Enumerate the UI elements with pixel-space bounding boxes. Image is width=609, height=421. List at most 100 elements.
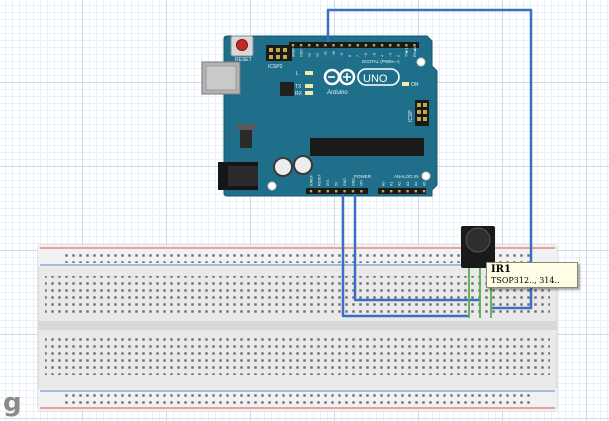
pin-label: ~3 bbox=[389, 53, 393, 57]
pin-label: AREF bbox=[291, 47, 295, 57]
component-part-number: TSOP312.., 314.. bbox=[491, 276, 560, 285]
center-channel bbox=[38, 321, 557, 330]
header-pin[interactable] bbox=[422, 190, 426, 193]
analog-header-label: ANALOG IN bbox=[394, 174, 419, 179]
power-header-label: POWER bbox=[354, 174, 372, 179]
pin-label: 13 bbox=[308, 53, 312, 57]
capacitor bbox=[293, 155, 313, 175]
led-on-label: ON bbox=[411, 82, 419, 88]
pin-label: 5V bbox=[335, 181, 339, 186]
header-pin[interactable] bbox=[356, 44, 359, 47]
header-pin[interactable] bbox=[380, 44, 384, 47]
wires[interactable] bbox=[326, 8, 533, 318]
pin-label: 3V3 bbox=[326, 180, 330, 186]
rail-holes-top bbox=[63, 252, 533, 263]
pin-label: TX▶1 bbox=[405, 48, 409, 57]
breadboard[interactable] bbox=[37, 244, 558, 412]
pin-label: 4 bbox=[380, 55, 384, 57]
board-model: UNO bbox=[363, 73, 388, 85]
led-on bbox=[402, 82, 409, 86]
reset-label: RESET bbox=[235, 57, 252, 63]
capacitor bbox=[273, 157, 293, 177]
led-rx bbox=[305, 91, 313, 95]
wire-gnd[interactable] bbox=[353, 194, 480, 302]
pin-label: GND bbox=[351, 178, 355, 186]
pin-label: IOREF bbox=[309, 174, 313, 186]
header-pin[interactable] bbox=[397, 44, 400, 47]
pin-label: ~10 bbox=[332, 51, 336, 57]
mounting-hole bbox=[421, 171, 431, 181]
pin-label: 2 bbox=[397, 55, 401, 57]
header-pin[interactable] bbox=[340, 44, 343, 47]
header-pin[interactable] bbox=[389, 44, 392, 47]
voltage-regulator bbox=[240, 130, 252, 148]
header-pin[interactable] bbox=[332, 44, 335, 47]
led-l bbox=[305, 71, 313, 75]
header-pin[interactable] bbox=[360, 190, 363, 193]
header-pin[interactable] bbox=[398, 190, 401, 193]
mounting-hole bbox=[267, 181, 277, 191]
header-pin[interactable] bbox=[308, 44, 311, 47]
pin-label: A0 bbox=[381, 182, 385, 186]
header-pin[interactable] bbox=[316, 44, 319, 47]
header-pin[interactable] bbox=[390, 190, 393, 193]
watermark-glyph: g bbox=[3, 388, 22, 418]
header-pin[interactable] bbox=[413, 44, 416, 47]
header-pin[interactable] bbox=[326, 190, 329, 193]
header-pin[interactable] bbox=[381, 190, 385, 193]
header-pin[interactable] bbox=[372, 44, 376, 47]
digital-header-label: DIGITAL (PWM=~) bbox=[362, 59, 400, 64]
pin-label: GND bbox=[343, 178, 347, 186]
header-pin[interactable] bbox=[405, 44, 408, 47]
arduino-logo bbox=[323, 68, 400, 86]
pin-label: RX◀0 bbox=[413, 47, 417, 57]
header-pin[interactable] bbox=[364, 44, 368, 47]
header-pin[interactable] bbox=[291, 44, 295, 47]
pin-label: RESET bbox=[318, 173, 322, 186]
analog-header bbox=[378, 188, 426, 194]
pin-label: A5 bbox=[422, 182, 426, 186]
wire-pin11-signal[interactable] bbox=[326, 8, 533, 310]
header-pin[interactable] bbox=[414, 190, 417, 193]
header-pin[interactable] bbox=[318, 190, 321, 193]
header-pin[interactable] bbox=[406, 190, 409, 193]
terminal-block-lower bbox=[45, 336, 550, 375]
wire-5v[interactable] bbox=[341, 194, 469, 318]
icsp-label: ICSP bbox=[408, 110, 414, 122]
component-tooltip: IR1 TSOP312.., 314.. bbox=[486, 262, 578, 288]
component-label: IR1 bbox=[491, 264, 511, 275]
header-pin[interactable] bbox=[343, 190, 346, 193]
header-pin[interactable] bbox=[335, 190, 338, 193]
led-rx-label: RX bbox=[295, 91, 303, 97]
terminal-block-upper bbox=[45, 276, 550, 315]
header-pin[interactable] bbox=[324, 44, 327, 47]
brand-logo: Arduino bbox=[326, 90, 348, 96]
pin-label: GND bbox=[299, 49, 303, 57]
pin-label: ~9 bbox=[340, 53, 344, 57]
pin-label: ~11 bbox=[324, 51, 328, 57]
pin-label: ~5 bbox=[372, 53, 376, 57]
digital-header bbox=[289, 42, 419, 48]
icsp2-header bbox=[266, 45, 292, 61]
header-pin[interactable] bbox=[299, 44, 303, 47]
usb-connector bbox=[201, 61, 241, 95]
mounting-hole bbox=[416, 57, 426, 67]
header-pin[interactable] bbox=[348, 44, 351, 47]
rail-holes-bottom bbox=[63, 394, 533, 405]
reset-button[interactable] bbox=[230, 35, 254, 57]
arduino-uno-board[interactable]: RESET ICSP2 L TX RX ON bbox=[201, 35, 438, 197]
pin-label: A2 bbox=[398, 182, 402, 186]
pin-label: 7 bbox=[356, 55, 360, 57]
header-pin[interactable] bbox=[309, 190, 313, 193]
led-tx bbox=[305, 84, 313, 88]
pin-label: A1 bbox=[390, 182, 394, 186]
pin-label: A4 bbox=[414, 182, 418, 186]
pin-label: ~6 bbox=[364, 53, 368, 57]
pin-label: 12 bbox=[316, 53, 320, 57]
header-pin[interactable] bbox=[351, 190, 355, 193]
led-l-label: L bbox=[296, 71, 299, 77]
dc-power-jack bbox=[218, 162, 258, 190]
